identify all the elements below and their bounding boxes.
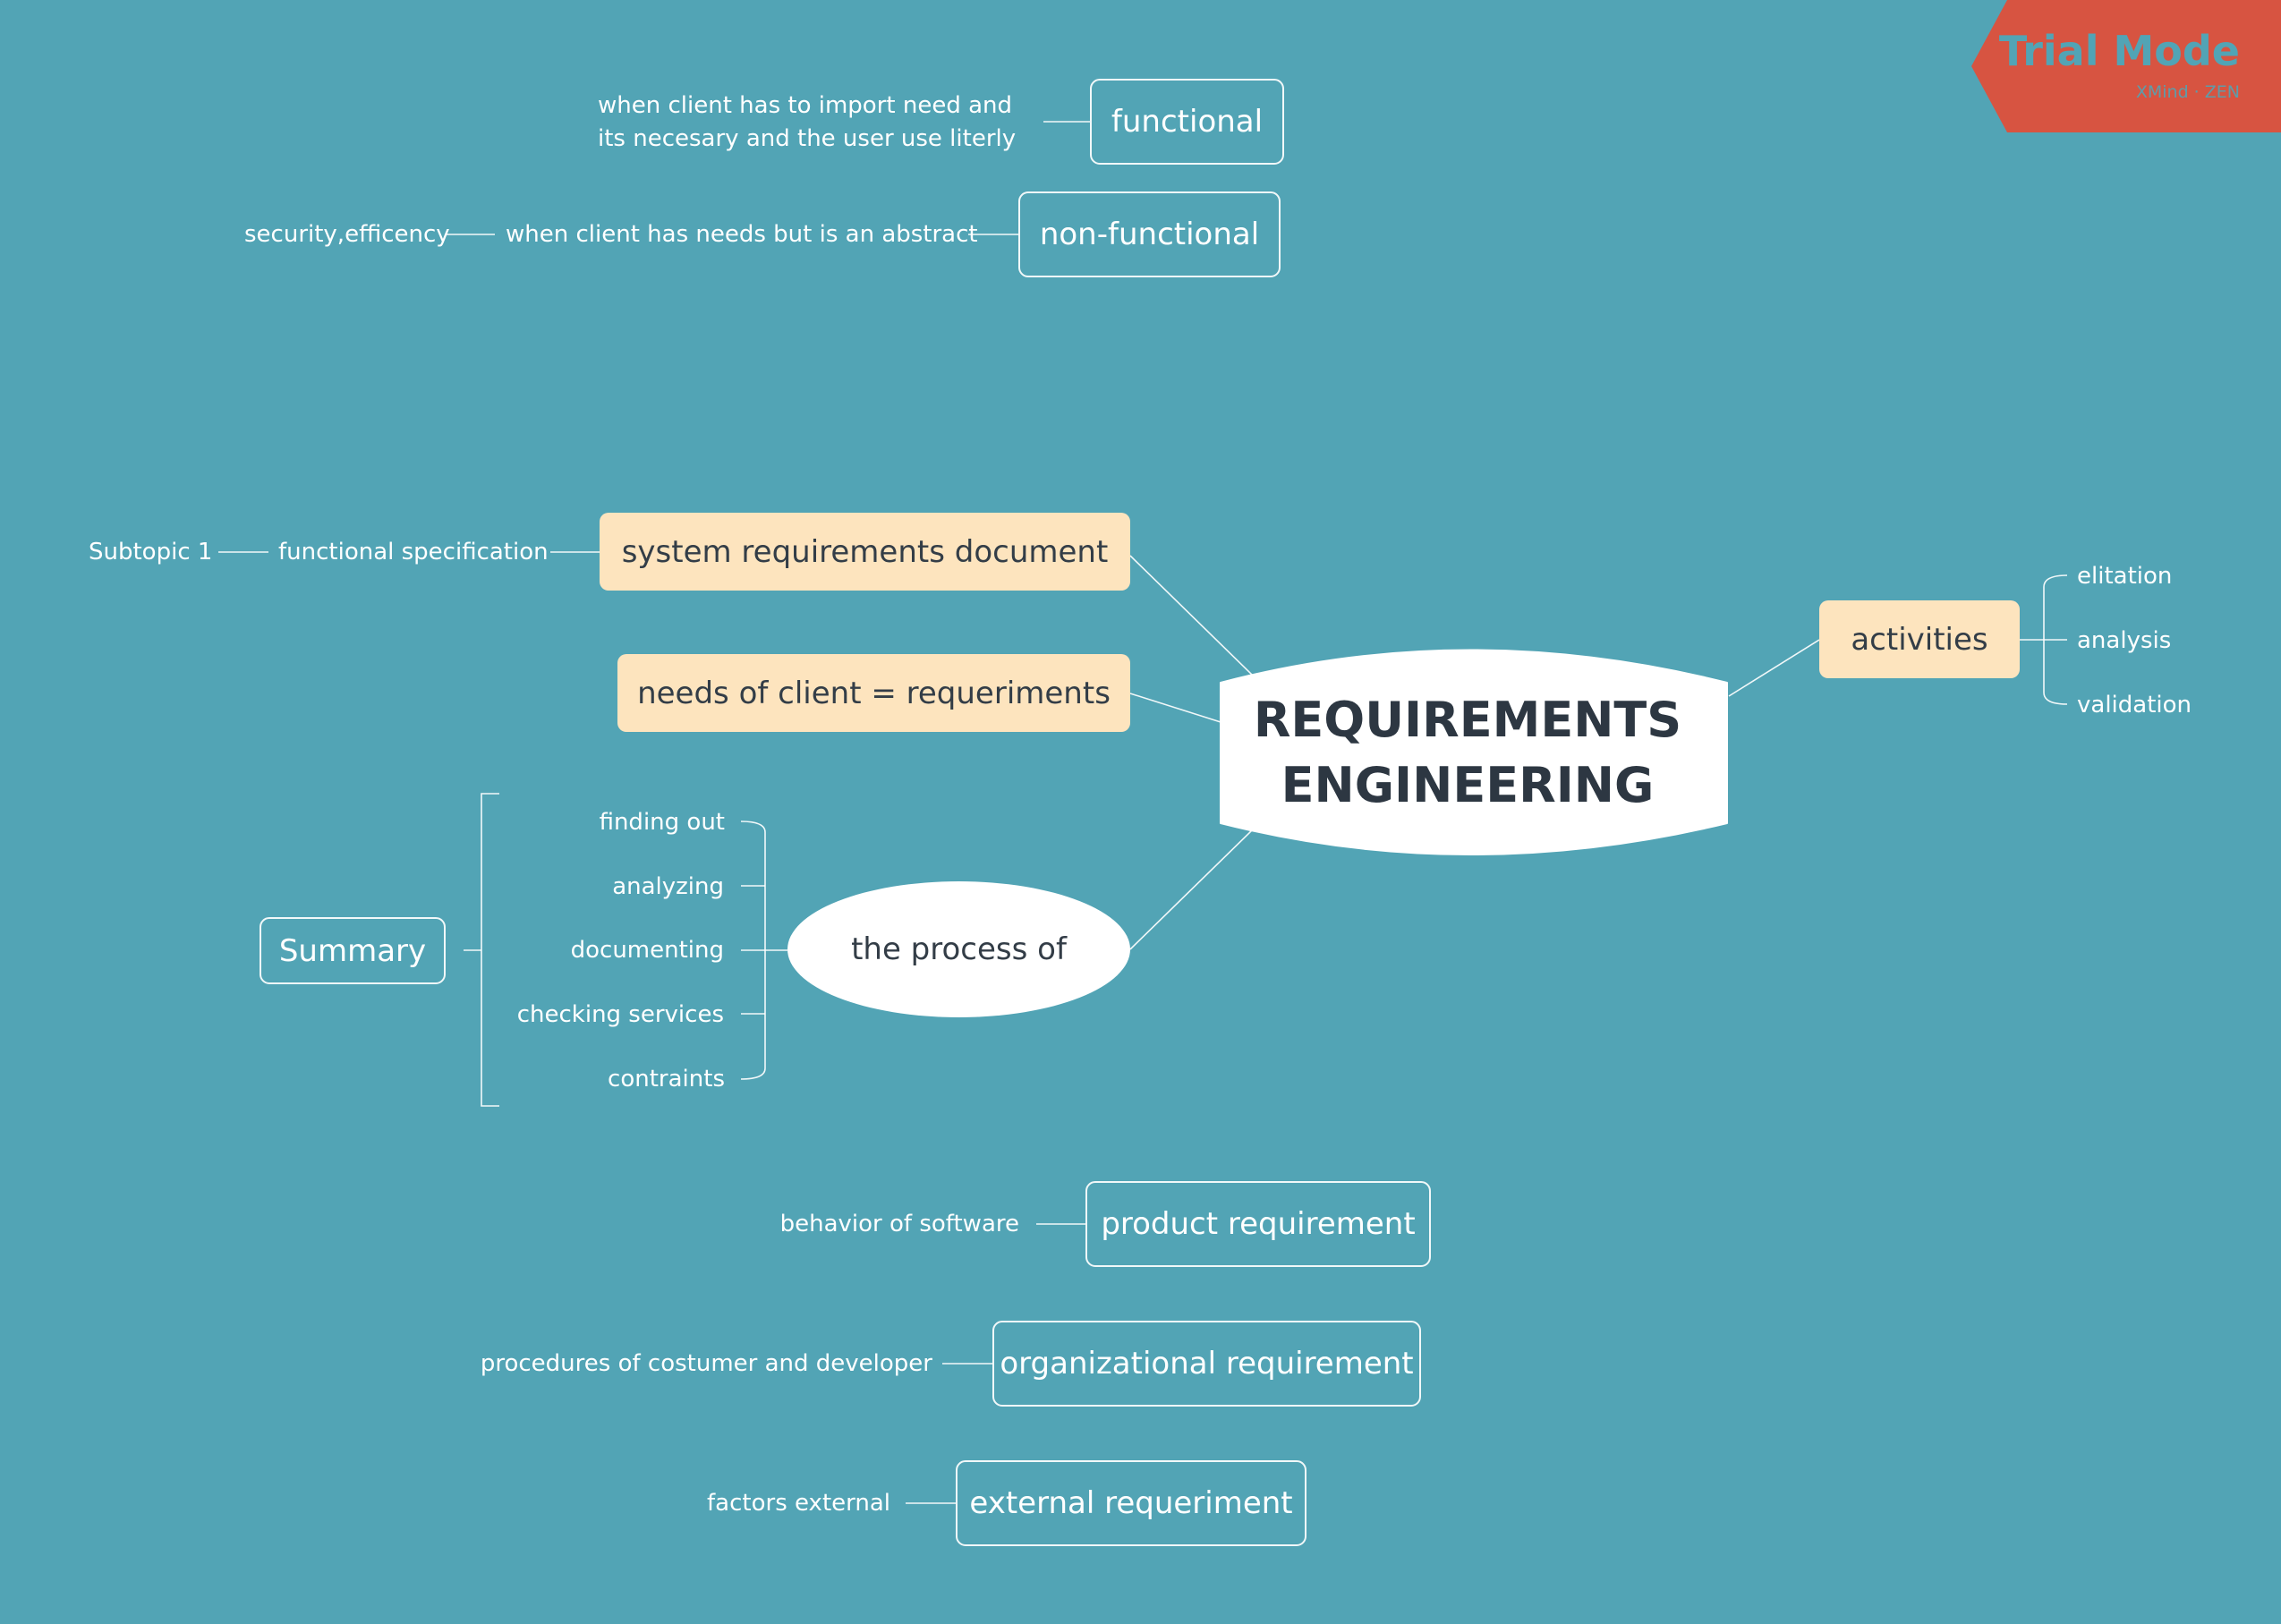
product-requirement-detail[interactable]: behavior of software — [779, 1211, 1019, 1237]
topic-external-requirement[interactable]: external requeriment — [956, 1460, 1306, 1546]
topic-the-process-of[interactable]: the process of — [787, 881, 1130, 1017]
connector-line — [1728, 639, 1820, 697]
connector-line — [1129, 555, 1254, 676]
summary-label: Summary — [278, 932, 427, 969]
subtopic-1[interactable]: Subtopic 1 — [89, 539, 213, 565]
functional-detail[interactable]: when client has to import need and its n… — [598, 92, 1017, 152]
topic-label: product requirement — [1101, 1206, 1416, 1242]
topic-non-functional[interactable]: non-functional — [1018, 191, 1281, 277]
non-functional-detail[interactable]: when client has needs but is an abstract — [506, 221, 978, 248]
process-item-analyzing[interactable]: analyzing — [612, 873, 724, 900]
organizational-requirement-detail[interactable]: procedures of costumer and developer — [480, 1350, 932, 1377]
topic-label: activities — [1851, 621, 1988, 658]
central-topic[interactable]: REQUIREMENTS ENGINEERING — [1219, 687, 1716, 818]
trial-badge-shape — [1971, 0, 2281, 132]
process-item-documenting[interactable]: documenting — [570, 937, 724, 964]
functional-specification[interactable]: functional specification — [278, 539, 549, 565]
non-functional-example[interactable]: security,efficency — [244, 221, 450, 248]
central-topic-line-1: REQUIREMENTS — [1253, 692, 1682, 748]
activity-item-validation[interactable]: validation — [2077, 692, 2192, 718]
topic-organizational-requirement[interactable]: organizational requirement — [992, 1321, 1421, 1407]
trial-mode-title: Trial Mode — [1998, 27, 2240, 75]
topic-system-requirements-document[interactable]: system requirements document — [600, 513, 1130, 591]
topic-label: needs of client = requeriments — [637, 675, 1111, 711]
topic-label: functional — [1111, 104, 1264, 140]
activity-item-analysis[interactable]: analysis — [2077, 627, 2172, 654]
topic-label: organizational requirement — [1000, 1346, 1414, 1382]
trial-mode-badge[interactable]: Trial Mode XMind · ZEN — [1971, 0, 2281, 132]
topic-label: non-functional — [1039, 217, 1260, 252]
external-requirement-detail[interactable]: factors external — [707, 1490, 890, 1517]
process-item-contraints[interactable]: contraints — [608, 1066, 725, 1093]
connector-line — [1129, 829, 1254, 950]
connector-line — [1129, 693, 1221, 723]
central-topic-line-2: ENGINEERING — [1281, 757, 1655, 813]
topic-activities[interactable]: activities — [1819, 600, 2020, 678]
process-item-checking-services[interactable]: checking services — [516, 1001, 724, 1028]
activity-item-elitation[interactable]: elitation — [2077, 563, 2173, 590]
trial-mode-subtitle: XMind · ZEN — [2135, 82, 2240, 102]
topic-needs-of-client[interactable]: needs of client = requeriments — [617, 654, 1130, 732]
topic-functional[interactable]: functional — [1090, 79, 1284, 165]
summary-box[interactable]: Summary — [260, 917, 446, 984]
topic-label: system requirements document — [621, 533, 1109, 570]
topic-label: the process of — [851, 931, 1067, 967]
process-item-finding-out[interactable]: finding out — [599, 809, 725, 836]
topic-label: external requeriment — [969, 1485, 1293, 1521]
topic-product-requirement[interactable]: product requirement — [1085, 1181, 1431, 1267]
